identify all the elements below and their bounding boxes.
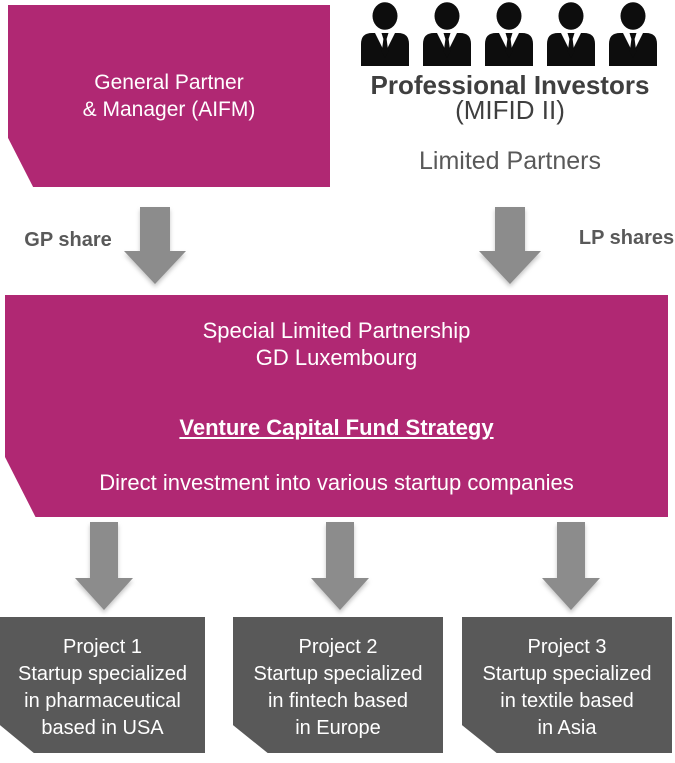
project-1-box: Project 1 Startup specialized in pharmac… [0,617,205,753]
investor-person-icon [361,2,409,66]
project-2-arrow-icon [311,522,369,610]
fund-strategy: Venture Capital Fund Strategy [179,415,494,440]
professional-investors-title: Professional Investors [370,70,650,100]
investor-person-icon [547,2,595,66]
fund-name-line1: Special Limited Partnership [202,318,471,343]
fund-description: Direct investment into various startup c… [99,470,574,495]
limited-partners-caption: Limited Partners [418,147,602,175]
mifid-subtitle: (MIFID II) [455,95,565,125]
fund-box: Special Limited Partnership GD Luxembour… [5,295,668,517]
project-2-box: Project 2 Startup specialized in fintech… [233,617,443,753]
investor-person-icon [485,2,533,66]
investor-icons-row [357,2,663,66]
investor-person-icon [609,2,657,66]
lp-shares-arrow-icon [479,207,541,284]
project-3-arrow-icon [542,522,600,610]
gp-share-label: GP share [24,229,112,251]
project-3-box: Project 3 Startup specialized in textile… [462,617,672,753]
general-partner-box: General Partner & Manager (AIFM) [8,5,330,187]
fund-name-line2: GD Luxembourg [255,345,418,370]
lp-shares-label: LP shares [578,227,675,249]
gp-share-arrow-icon [124,207,186,284]
project-1-arrow-icon [75,522,133,610]
investor-person-icon [423,2,471,66]
general-partner-label: General Partner & Manager (AIFM) [82,71,256,121]
